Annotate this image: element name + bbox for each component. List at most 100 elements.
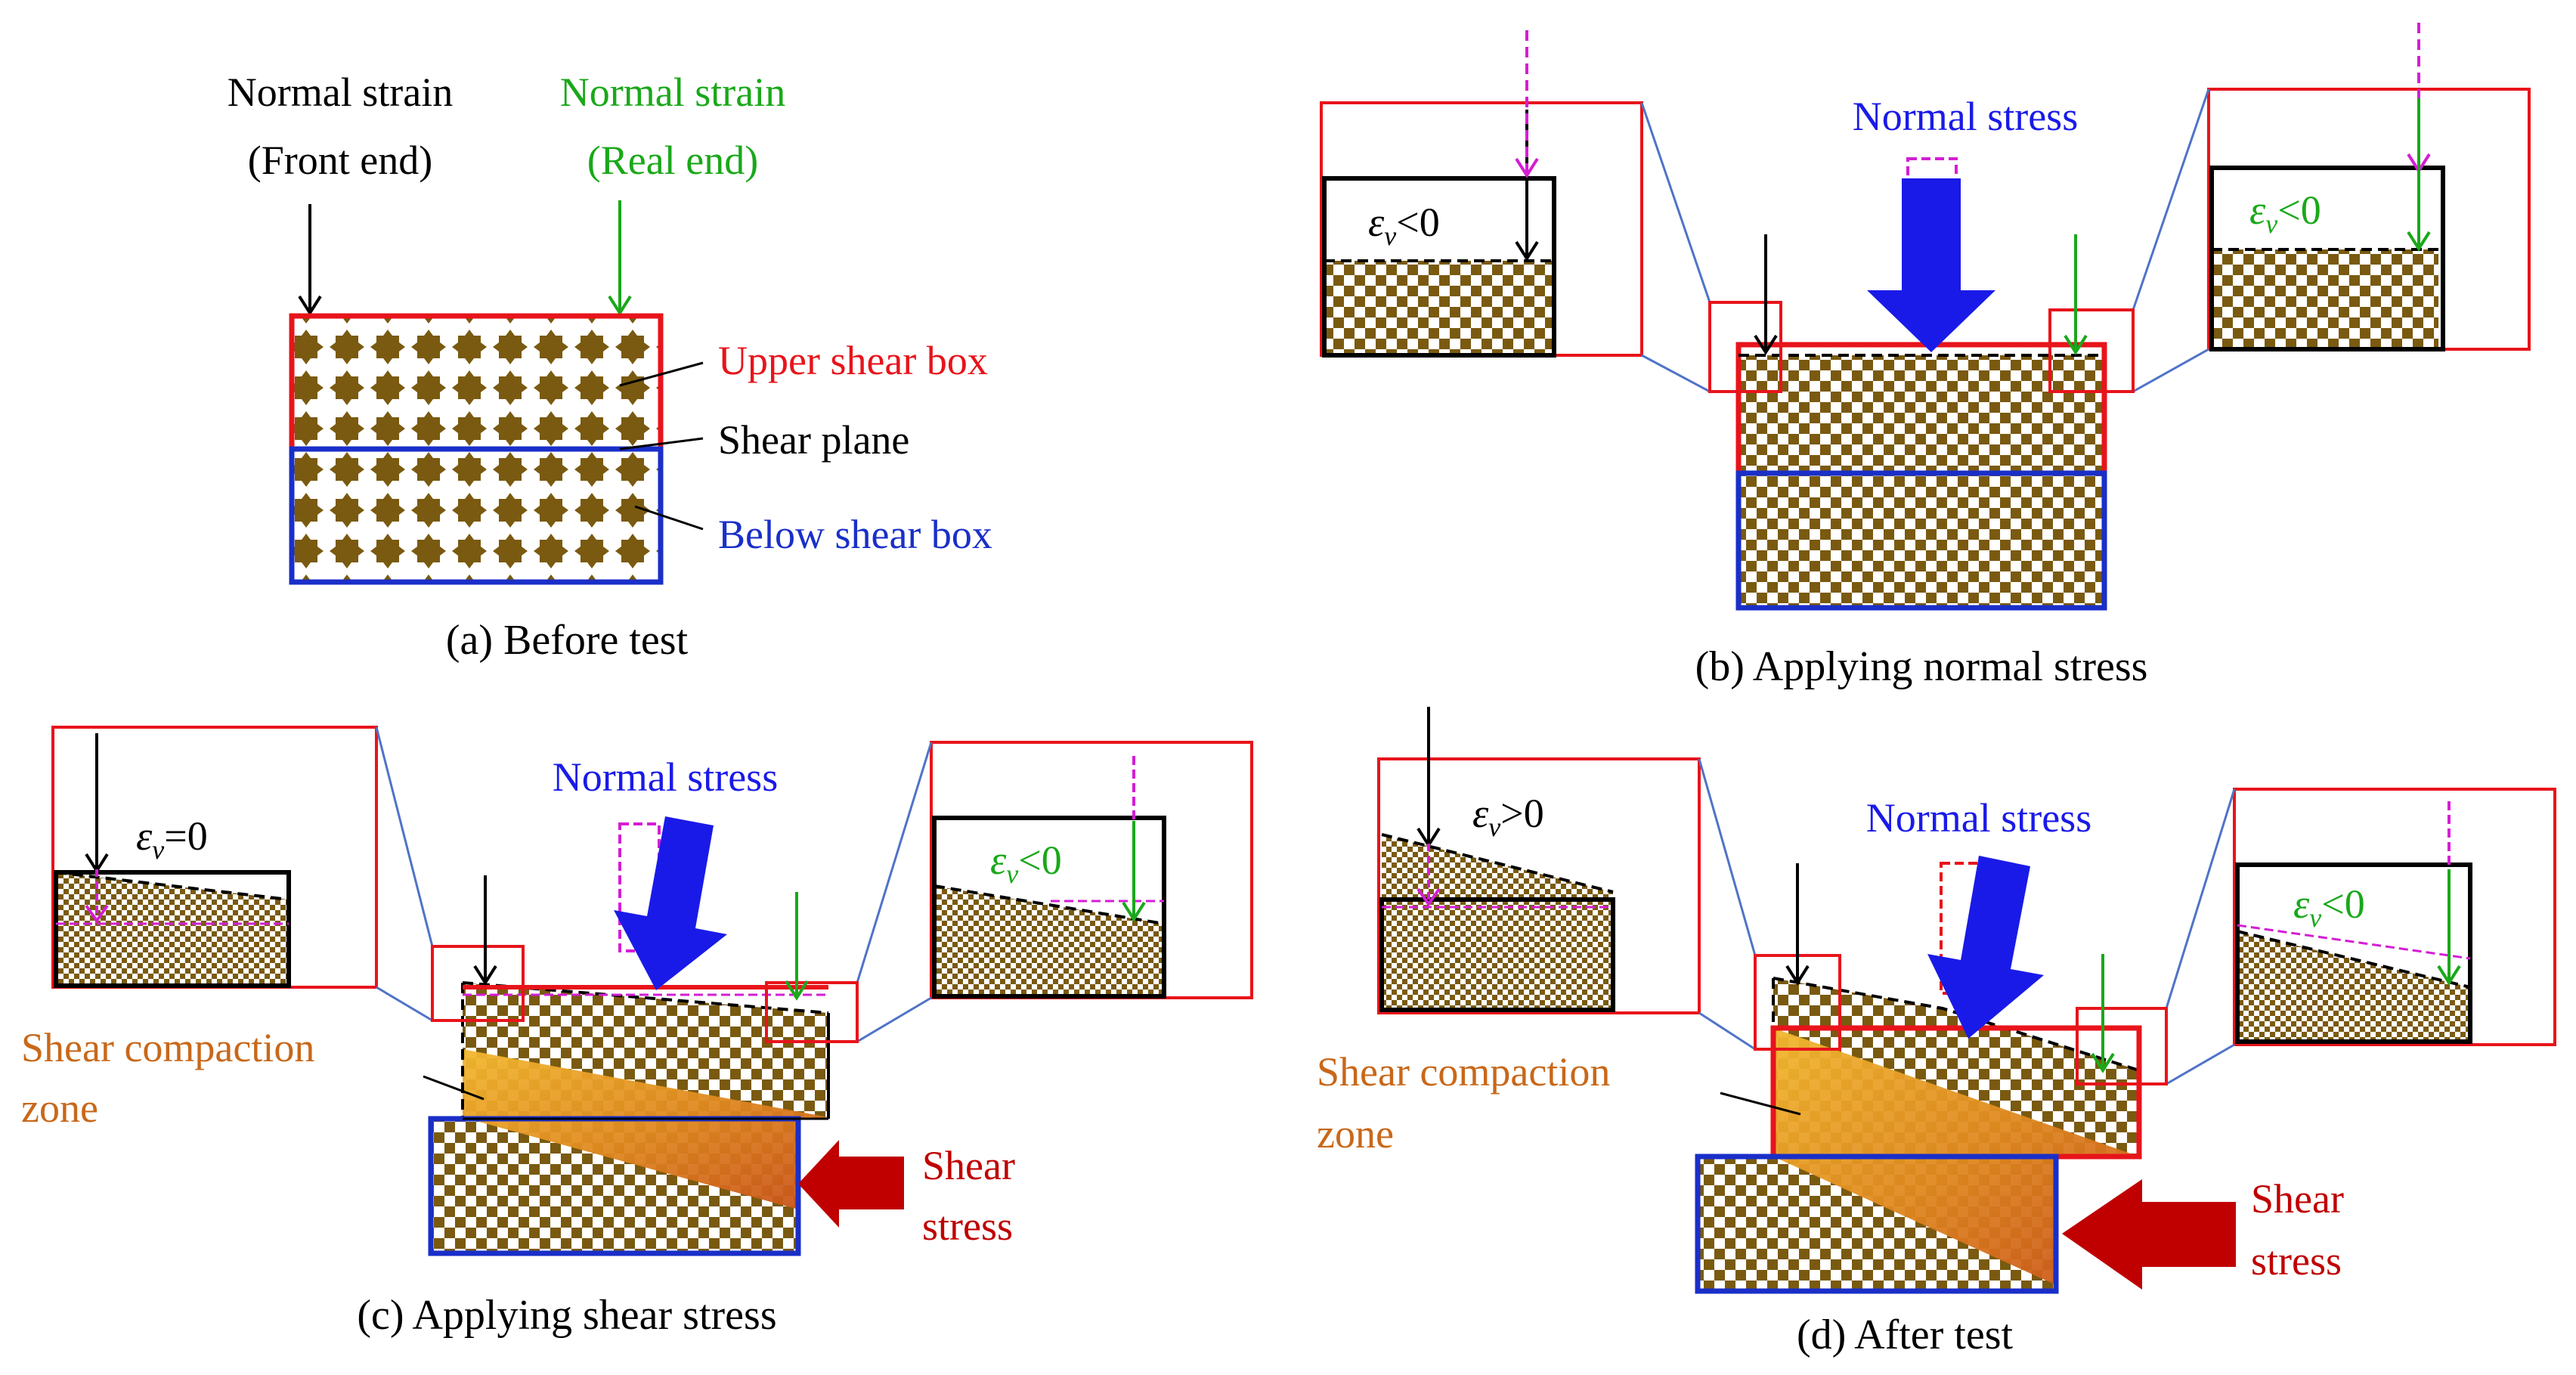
d-zoom-right-surface [2237, 930, 2471, 989]
leader-shear-plane [619, 437, 704, 451]
c-zoom-left-soil [56, 872, 289, 984]
b-lower-soil [1738, 473, 2104, 608]
d-zoom-left-surface [1381, 833, 1614, 893]
c-compaction-zone [463, 1049, 828, 1209]
eps-d-right: εv<0 [2293, 881, 2365, 933]
label-normal-strain-front: Normal strain [228, 70, 453, 115]
upper-soil [292, 316, 661, 449]
zoom-left-magenta-head [1515, 157, 1539, 178]
d-shear-label-2: stress [2251, 1238, 2342, 1284]
d-shear-label-1: Shear [2251, 1176, 2344, 1222]
c-shear-stress-arrow [798, 1140, 904, 1228]
d-zoom-right-box [2235, 862, 2472, 1044]
eps-b-left: εv<0 [1368, 200, 1440, 251]
label-normal-strain-real: Normal strain [560, 70, 785, 115]
d-compaction-label-1: Shear compaction [1317, 1049, 1610, 1095]
c-arrow-front-head [473, 965, 497, 986]
zoom-line-left-top [1640, 102, 1711, 303]
c-zoom-target-right [765, 981, 859, 1043]
c-zoom-right-surface [933, 884, 1165, 925]
label-real-end: (Real end) [587, 138, 758, 183]
eps-c-left: εv=0 [136, 813, 208, 865]
panel-d: εv>0 εv<0 Normal stress Sh [1317, 707, 2556, 1358]
label-below-shear-box: Below shear box [718, 512, 992, 557]
caption-b: (b) Applying normal stress [1695, 643, 2148, 690]
d-below-shear-box [1695, 1154, 2059, 1294]
b-zoom-target-left [1708, 301, 1782, 393]
panel-b: εv<0 εv<0 Normal stress (b) App [1320, 23, 2531, 690]
eps-c-right: εv<0 [990, 838, 1062, 889]
c-compaction-label-1: Shear compaction [21, 1025, 314, 1070]
c-zoom-left-surface [55, 871, 289, 901]
d-compaction-label-2: zone [1317, 1111, 1394, 1157]
d-soil-surface [1773, 977, 2140, 1072]
c-zoom-left-box [54, 870, 291, 988]
d-normal-stress-arrow [1927, 856, 2044, 1039]
c-arrow-real-head [785, 980, 809, 1001]
d-zoom-left-box [1379, 897, 1615, 1012]
b-upper-soil [1738, 355, 2104, 473]
zoom-right-green-head [2407, 231, 2431, 252]
c-normal-stress-arrow [614, 816, 727, 990]
d-compaction-leader [1720, 1092, 1801, 1116]
zoom-left-arrow-head [1515, 240, 1539, 262]
zoom-line-right-top [2132, 88, 2210, 311]
d-arrow-front-head [1785, 965, 1810, 986]
c-compaction-leader [423, 1075, 485, 1101]
d-zoom-right-ref [2237, 924, 2471, 960]
c-zoom-left-magenta-head [85, 904, 109, 924]
d-zoom-line-2 [1698, 1011, 1756, 1051]
b-normal-stress-label: Normal stress [1853, 94, 2078, 139]
d-zoom-left-soil [1382, 835, 1613, 1010]
caption-d: (d) After test [1797, 1312, 2014, 1358]
caption-c: (c) Applying shear stress [357, 1292, 776, 1339]
c-shear-label-2: stress [922, 1203, 1013, 1249]
zoom-right-soil [2212, 249, 2438, 348]
b-zoom-target-right [2048, 308, 2135, 393]
c-zoom-right-box [932, 816, 1166, 999]
eps-d-left: εv>0 [1472, 791, 1544, 842]
b-arrow-real-head [2064, 334, 2088, 355]
d-zoom-line-1 [1698, 758, 1757, 956]
label-upper-shear-box: Upper shear box [718, 338, 988, 383]
d-zoom-left-magenta-head [1416, 887, 1441, 907]
d-zoom-right-green-head [2437, 965, 2461, 986]
c-zoom-line-4 [856, 996, 932, 1043]
zoom-left-box [1322, 176, 1556, 358]
c-normal-stress-label: Normal stress [553, 754, 778, 800]
c-zoom-right-soil [934, 886, 1164, 995]
d-zoom-target-right [2076, 1007, 2168, 1085]
panel-c: εv=0 εv<0 Normal [21, 726, 1253, 1339]
c-zoom-line-1 [375, 726, 434, 947]
b-arrow-front-head [1754, 334, 1778, 355]
c-shear-label-1: Shear [922, 1143, 1015, 1188]
d-zoom-line-3 [2165, 788, 2236, 1009]
caption-a: (a) Before test [446, 617, 689, 664]
zoom-line-left-bottom [1641, 354, 1711, 393]
arrow-front-strain-head [298, 295, 322, 316]
c-zoom-line-2 [376, 986, 433, 1022]
d-zoom-line-4 [2166, 1043, 2235, 1085]
leader-upper-box [619, 361, 704, 387]
c-zoom-target-left [431, 945, 525, 1022]
panel-a: Normal strain (Front end) Normal strain … [228, 70, 992, 664]
d-normal-stress-label: Normal stress [1866, 795, 2091, 841]
b-normal-stress-arrow [1867, 178, 1995, 352]
zoom-line-right-bottom [2132, 348, 2209, 393]
lower-soil [292, 449, 661, 582]
d-zoom-right-soil [2237, 931, 2470, 1042]
label-shear-plane: Shear plane [718, 417, 909, 463]
label-front-end: (Front end) [248, 138, 432, 183]
c-zoom-right-green-head [1122, 901, 1146, 922]
b-below-shear-box [1735, 470, 2107, 611]
arrow-real-strain-head [608, 295, 632, 316]
c-zoom-line-3 [856, 742, 933, 983]
c-compaction-label-2: zone [21, 1085, 98, 1131]
leader-below-box [634, 505, 704, 531]
d-arrow-real-head [2091, 1052, 2115, 1073]
eps-b-right: εv<0 [2249, 187, 2321, 239]
zoom-left-soil [1324, 261, 1554, 353]
d-shear-stress-arrow [2062, 1179, 2236, 1290]
zoom-right-box [2209, 166, 2445, 351]
